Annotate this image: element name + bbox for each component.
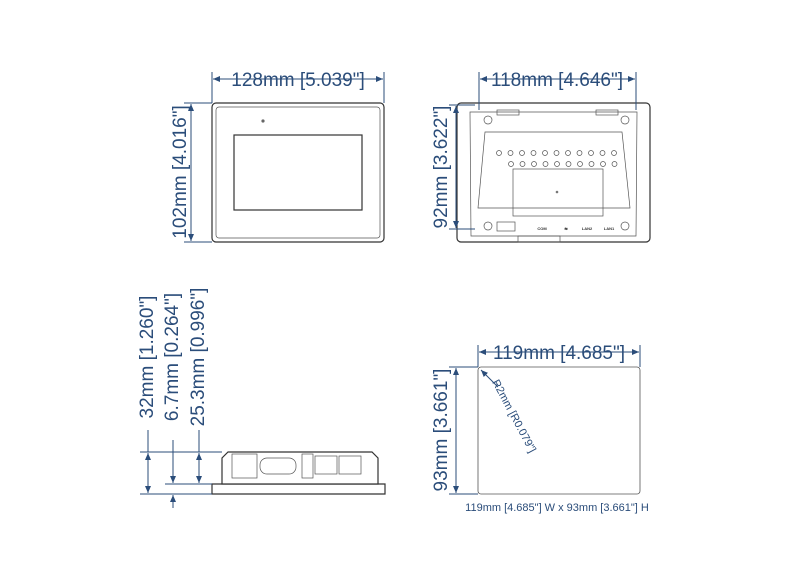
usb-port bbox=[301, 453, 314, 479]
side-body bbox=[221, 451, 379, 485]
vent-hole bbox=[519, 161, 526, 167]
back-height-label: 92mm [3.622"] bbox=[431, 106, 452, 229]
cutout-caption: 119mm [4.685"] W x 93mm [3.661"] H bbox=[465, 502, 649, 514]
mount-screws bbox=[483, 115, 630, 231]
vent-hole bbox=[565, 161, 572, 167]
lan2-port bbox=[314, 455, 338, 475]
vent-hole bbox=[576, 150, 583, 156]
front-screen bbox=[233, 134, 363, 211]
vent-hole bbox=[588, 150, 594, 156]
back-width-label: 118mm [4.646"] bbox=[491, 70, 623, 91]
vent-hole bbox=[496, 150, 502, 156]
vent-hole bbox=[588, 161, 595, 167]
vent-hole bbox=[530, 150, 537, 156]
power-terminal bbox=[231, 453, 258, 479]
side-view: 32mm [1.260"] 6.7mm [0.264"] 25.3mm [0.9… bbox=[137, 288, 386, 508]
vent-hole bbox=[553, 150, 560, 156]
lan1-port bbox=[338, 455, 362, 475]
vent-hole bbox=[577, 161, 583, 167]
vent-hole bbox=[599, 150, 606, 156]
vent-hole bbox=[611, 161, 618, 167]
vent-hole bbox=[611, 150, 617, 156]
depth-total-label: 32mm [1.260"] bbox=[137, 296, 158, 419]
cutout-width-label: 119mm [4.685"] bbox=[493, 343, 625, 364]
usb-icon: ⇆ bbox=[564, 225, 568, 232]
back-label-area bbox=[512, 168, 604, 217]
vent-holes bbox=[496, 150, 618, 167]
front-sensor bbox=[261, 119, 265, 123]
depth-bezel-label: 6.7mm [0.264"] bbox=[162, 293, 183, 421]
com-port bbox=[259, 457, 297, 475]
vent-hole bbox=[542, 150, 548, 156]
depth-body-label: 25.3mm [0.996"] bbox=[188, 288, 209, 427]
vent-hole bbox=[507, 150, 514, 156]
vent-hole bbox=[542, 161, 549, 167]
vent-hole bbox=[565, 150, 571, 156]
vent-hole bbox=[531, 161, 537, 167]
corner-radius-label: R2mm [R0.079"] bbox=[489, 378, 538, 455]
cutout-outline bbox=[477, 366, 641, 495]
port-label-lan2: LAN2 bbox=[582, 226, 593, 231]
side-bezel bbox=[211, 483, 386, 495]
front-height-label: 102mm [4.016"] bbox=[170, 105, 191, 238]
front-width-label: 128mm [5.039"] bbox=[231, 70, 364, 91]
port-label-lan1: LAN1 bbox=[604, 226, 615, 231]
back-view: COM ⇆ LAN2 LAN1 118mm [4.646"] 92mm [3.6… bbox=[431, 70, 651, 243]
panel-cutout: 119mm [4.685"] 93mm [3.661"] R2mm [R0.07… bbox=[431, 343, 649, 514]
vent-hole bbox=[508, 161, 514, 167]
cutout-height-label: 93mm [3.661"] bbox=[431, 369, 452, 492]
vent-hole bbox=[600, 161, 606, 167]
front-view: 128mm [5.039"] 102mm [4.016"] bbox=[170, 70, 385, 243]
back-housing bbox=[456, 102, 651, 243]
port-label-com: COM bbox=[537, 226, 547, 231]
vent-hole bbox=[554, 161, 560, 167]
vent-hole bbox=[519, 150, 525, 156]
